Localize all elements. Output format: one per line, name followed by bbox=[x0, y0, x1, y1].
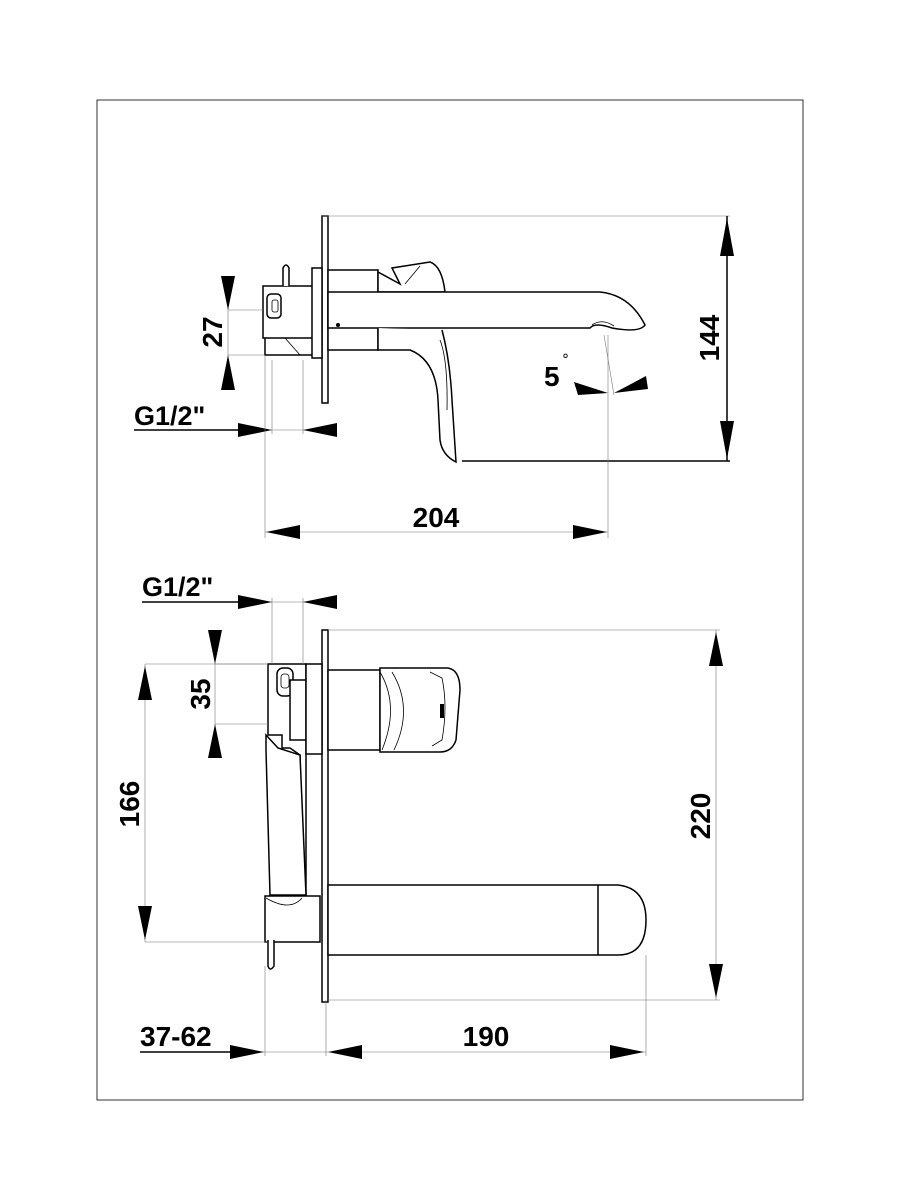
dim-label-side-g12: G1/2" bbox=[134, 401, 205, 431]
front-riser bbox=[265, 733, 307, 896]
front-cartridge bbox=[327, 669, 381, 751]
front-view bbox=[138, 595, 723, 1059]
dim-label-204: 204 bbox=[413, 502, 460, 533]
dim-label-27: 27 bbox=[197, 316, 228, 347]
dim-label-144: 144 bbox=[694, 314, 725, 361]
drawing-frame bbox=[96, 99, 804, 1101]
side-connector-slot bbox=[266, 293, 282, 319]
front-bottom-pin bbox=[267, 940, 275, 970]
front-lower-block bbox=[264, 895, 321, 943]
front-wall-plate bbox=[321, 629, 329, 1003]
dim-label-wall-range: 37-62 bbox=[140, 1021, 212, 1052]
dim-label-166: 166 bbox=[114, 781, 145, 828]
side-handle bbox=[377, 261, 446, 293]
dim-label-angle-unit: ° bbox=[562, 352, 569, 368]
dim-label-35: 35 bbox=[185, 678, 216, 709]
dim-label-top-g12: G1/2" bbox=[142, 572, 213, 602]
side-view bbox=[134, 215, 734, 539]
dim-label-190: 190 bbox=[463, 1021, 510, 1052]
front-spout bbox=[327, 884, 647, 956]
side-spout bbox=[327, 291, 646, 331]
front-handle bbox=[379, 667, 461, 753]
dim-label-angle: 5 bbox=[544, 361, 560, 392]
side-blade bbox=[377, 328, 457, 464]
side-pin bbox=[282, 264, 290, 286]
side-wall-plate bbox=[321, 215, 329, 404]
dim-label-220: 220 bbox=[685, 793, 716, 840]
